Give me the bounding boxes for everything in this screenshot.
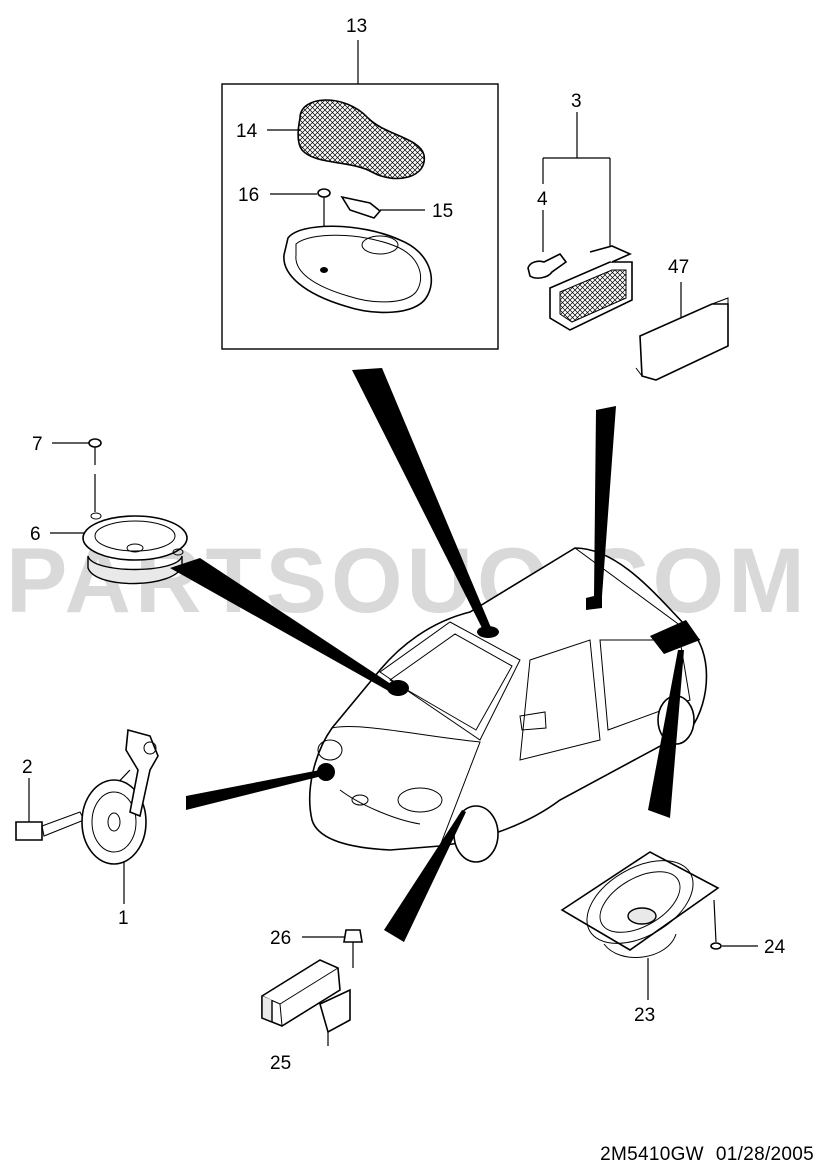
callout-16: 16 <box>238 185 259 206</box>
sensor-bolt <box>343 929 363 943</box>
callout-26: 26 <box>270 928 291 949</box>
diagram-date: 01/28/2005 <box>715 1144 814 1165</box>
speaker-screw <box>88 438 102 448</box>
rear-speaker-assembly <box>560 851 758 1000</box>
rear-speaker-screw <box>710 942 722 950</box>
dome-lamp-assembly <box>221 40 499 350</box>
dome-lamp-frame <box>221 83 499 350</box>
callout-25: 25 <box>270 1053 291 1074</box>
lamp-screw <box>317 188 331 198</box>
callout-15: 15 <box>432 201 453 222</box>
callout-labels: 13 14 16 15 3 4 47 7 6 2 1 26 25 23 24 <box>22 16 786 1074</box>
callout-1: 1 <box>118 908 129 929</box>
diagram-code: 2M5410GW <box>600 1144 704 1165</box>
rear-speaker <box>560 851 720 951</box>
sensor-assembly <box>261 929 363 1046</box>
horn-bolt <box>15 821 43 841</box>
callout-24: 24 <box>764 937 786 958</box>
map-lamp-lens <box>639 303 729 381</box>
diagram-footer: 2M5410GW 01/28/2005 <box>588 1144 814 1166</box>
callout-3: 3 <box>571 91 582 112</box>
callout-47: 47 <box>668 257 689 278</box>
callout-2: 2 <box>22 757 33 778</box>
horn-assembly <box>15 728 159 904</box>
callout-13: 13 <box>346 16 367 37</box>
callout-4: 4 <box>537 189 548 210</box>
callout-23: 23 <box>634 1005 655 1026</box>
lamp-housing <box>283 225 433 314</box>
front-speaker-assembly <box>50 438 188 585</box>
callout-14: 14 <box>236 121 258 142</box>
map-lamp-assembly <box>527 112 729 381</box>
leader-wedges <box>170 368 684 942</box>
map-lamp-bulb <box>527 252 568 279</box>
lamp-bulb <box>340 195 382 219</box>
callout-7: 7 <box>32 434 43 455</box>
front-speaker <box>82 515 188 561</box>
callout-6: 6 <box>30 524 41 545</box>
lamp-lens <box>297 99 425 180</box>
